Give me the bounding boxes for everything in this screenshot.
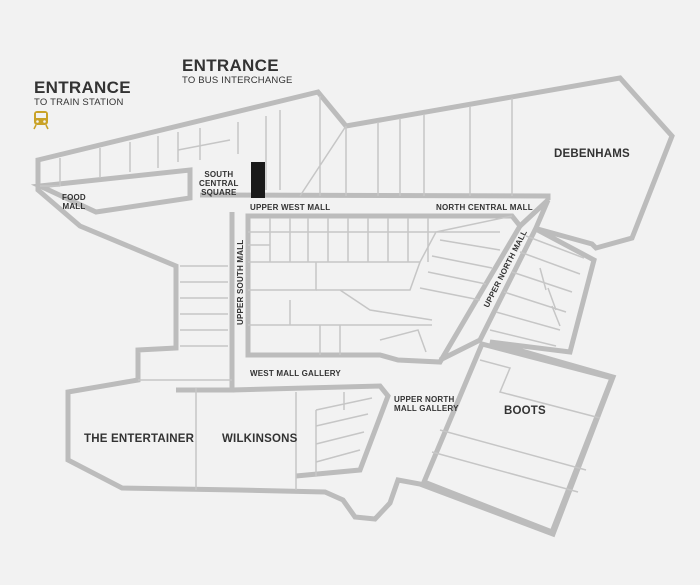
upper-west-mall-walk xyxy=(199,192,551,200)
store-debenhams[interactable]: DEBENHAMS xyxy=(554,148,630,160)
scs-line1: SOUTH xyxy=(204,170,234,179)
store-wilkinsons[interactable]: WILKINSONS xyxy=(222,433,298,445)
store-the-entertainer[interactable]: THE ENTERTAINER xyxy=(84,433,195,445)
boots-block-outline xyxy=(420,341,616,536)
west-gallery-walk xyxy=(231,383,391,479)
train-entrance-label[interactable]: ENTRANCE TO TRAIN STATION xyxy=(34,78,131,108)
train-icon xyxy=(33,111,49,130)
upper-north-mall-gallery-label: UPPER NORTH MALL GALLERY xyxy=(394,395,459,413)
food-mall-label: FOOD MALL xyxy=(62,193,86,211)
unmg-line1: UPPER NORTH xyxy=(394,395,455,404)
courtyard-outline xyxy=(245,213,524,365)
unmg-line2: MALL GALLERY xyxy=(394,404,459,414)
north-central-mall-label: NORTH CENTRAL MALL xyxy=(436,203,533,212)
food-mall-passage xyxy=(30,167,193,215)
scs-line2: CENTRAL xyxy=(199,179,239,189)
bus-entrance-subtitle: TO BUS INTERCHANGE xyxy=(182,74,293,86)
store-boots[interactable]: BOOTS xyxy=(504,405,546,417)
bus-entrance-label[interactable]: ENTRANCE TO BUS INTERCHANGE xyxy=(182,56,293,86)
building-outline xyxy=(35,75,675,538)
food-mall-label-line1: FOOD xyxy=(62,193,86,202)
highlighted-unit[interactable] xyxy=(251,162,265,198)
train-entrance-subtitle: TO TRAIN STATION xyxy=(34,96,124,108)
upper-south-walk xyxy=(176,212,235,393)
food-mall-label-line2: MALL xyxy=(62,202,86,212)
train-entrance-title: ENTRANCE xyxy=(34,78,131,97)
south-central-square-label: SOUTH CENTRAL SQUARE xyxy=(199,170,239,198)
unit-partitions xyxy=(40,96,601,493)
bus-entrance-title: ENTRANCE xyxy=(182,56,279,75)
upper-south-mall-label: UPPER SOUTH MALL xyxy=(236,239,245,325)
scs-line3: SQUARE xyxy=(201,188,237,198)
north-mall-corridor xyxy=(438,198,551,363)
west-mall-gallery-label: WEST MALL GALLERY xyxy=(250,369,341,378)
upper-west-mall-label: UPPER WEST MALL xyxy=(250,203,331,212)
